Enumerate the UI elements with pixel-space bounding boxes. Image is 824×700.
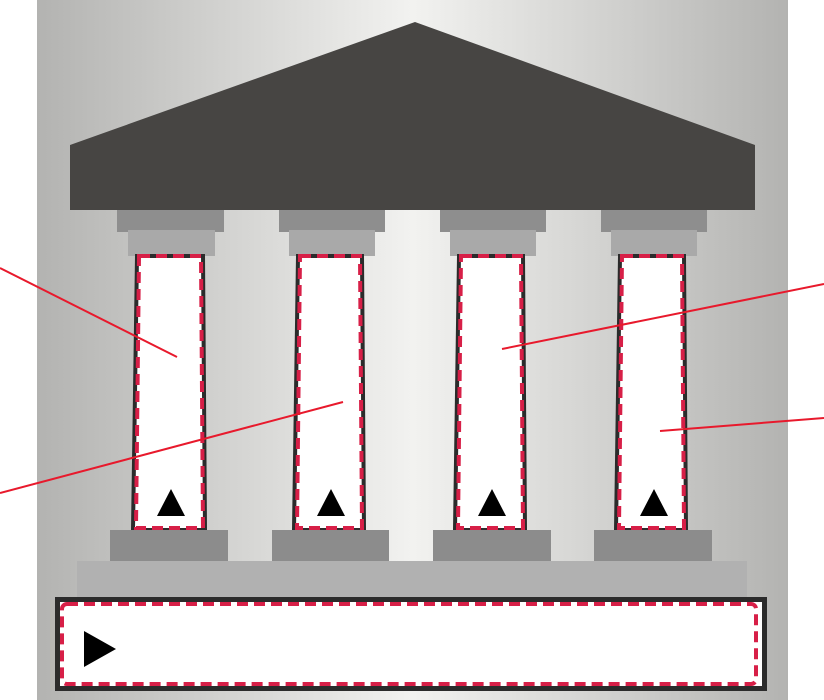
- foundation-fill: [60, 602, 762, 686]
- plinth-1: [110, 530, 228, 562]
- plinth-3: [433, 530, 551, 562]
- pillar-shaft: [616, 256, 686, 530]
- pillar-shaft: [455, 256, 525, 530]
- capital-1: [117, 210, 224, 256]
- plinth-2: [272, 530, 389, 562]
- pillar-shaft: [133, 256, 205, 530]
- pillar-4: [616, 256, 686, 530]
- capital-2: [279, 210, 385, 256]
- plinth-4: [594, 530, 712, 562]
- foundation-bar: [55, 597, 767, 691]
- pillar-3: [455, 256, 525, 530]
- pillar-1: [133, 256, 205, 530]
- pillar-2: [294, 256, 364, 530]
- pillar-shaft: [294, 256, 364, 530]
- capital-3: [440, 210, 546, 256]
- base-step: [77, 561, 747, 597]
- capital-4: [601, 210, 707, 256]
